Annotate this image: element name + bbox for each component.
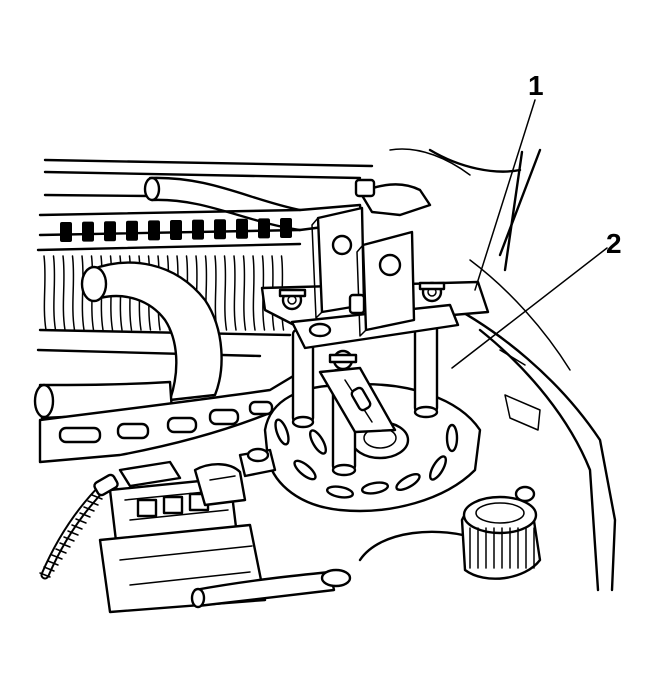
frame-rail bbox=[38, 370, 312, 464]
radiator-fin-line bbox=[62, 255, 66, 331]
tool-lower-arm bbox=[318, 349, 397, 434]
harness-coil-tick bbox=[43, 566, 55, 572]
radiator-fin bbox=[148, 220, 160, 241]
radiator-fin bbox=[280, 218, 292, 238]
radiator-fin bbox=[126, 220, 138, 241]
tower-slot bbox=[308, 429, 328, 455]
callout-2-label: 2 bbox=[606, 228, 622, 259]
tool-brackets bbox=[311, 206, 416, 337]
harness-coil-tick bbox=[55, 548, 67, 554]
radiator-fin-line bbox=[223, 255, 228, 331]
tower-slot bbox=[293, 459, 317, 481]
callout-1-label: 1 bbox=[528, 70, 544, 101]
radiator-fin bbox=[104, 221, 116, 242]
harness-coil-tick bbox=[79, 512, 91, 518]
tower-slot bbox=[360, 481, 390, 495]
harness-coil-tick bbox=[63, 536, 75, 542]
radiator-fin-line bbox=[233, 255, 237, 331]
harness-coil-tick bbox=[39, 572, 51, 578]
harness-coil-tick bbox=[83, 506, 95, 512]
harness-coil-tick bbox=[91, 494, 103, 500]
harness-coil-tick bbox=[67, 530, 79, 536]
harness-coil-tick bbox=[47, 560, 59, 566]
reservoir-cap bbox=[358, 495, 542, 580]
tower-slot bbox=[274, 418, 290, 446]
tower-slot bbox=[445, 423, 459, 453]
callout-1-leader bbox=[474, 99, 536, 291]
radiator-fin-line bbox=[52, 255, 57, 331]
radiator-fin bbox=[214, 219, 226, 240]
radiator-fin bbox=[236, 218, 248, 239]
radiator-fin-line bbox=[71, 255, 76, 331]
radiator-fin-line bbox=[252, 255, 256, 331]
radiator-grille bbox=[36, 208, 302, 358]
radiator-fin bbox=[60, 222, 72, 242]
tower-slot bbox=[395, 472, 421, 492]
harness-coil-tick bbox=[75, 518, 87, 524]
wire-harness-coil bbox=[39, 473, 119, 580]
harness-coil-tick bbox=[71, 524, 83, 530]
radiator-fin bbox=[192, 219, 204, 240]
callout-2-leader bbox=[451, 247, 608, 369]
tower-slot bbox=[428, 455, 448, 481]
tower-slot bbox=[325, 485, 355, 499]
harness-coil-tick bbox=[59, 542, 71, 548]
upper-hose bbox=[143, 176, 432, 232]
hood-seam-lines bbox=[43, 148, 542, 272]
radiator-fin bbox=[82, 221, 94, 242]
radiator-hose bbox=[33, 261, 223, 420]
radiator-fin bbox=[258, 218, 270, 239]
radiator-fin bbox=[170, 220, 182, 240]
radiator-fin-line bbox=[242, 255, 247, 331]
lower-hose bbox=[190, 568, 352, 609]
radiator-fin-line bbox=[43, 255, 47, 331]
harness-coil-tick bbox=[87, 500, 99, 506]
harness-coil-tick bbox=[51, 554, 63, 560]
